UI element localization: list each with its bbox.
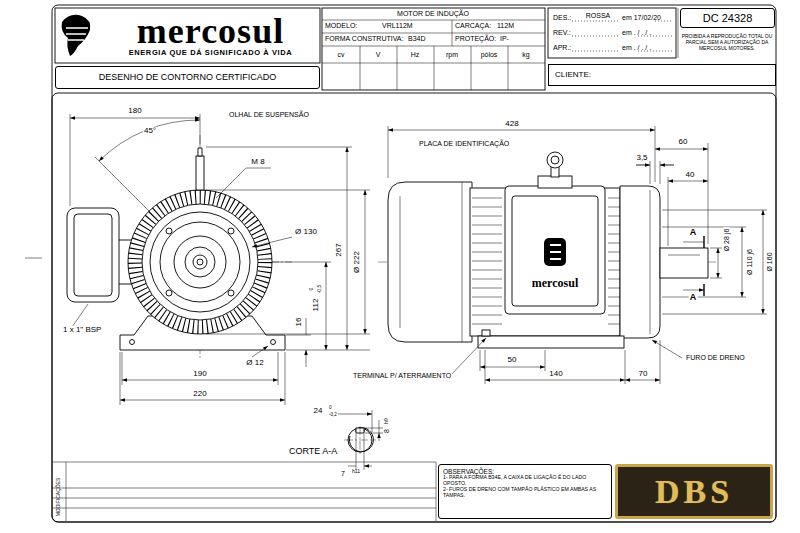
dimension-label: 112M — [497, 22, 514, 29]
brand-name: mercosul — [137, 13, 284, 49]
dimension-label: Ø 110 j6 — [746, 248, 753, 276]
dimension-label: OLHAL DE SUSPENSÃO — [228, 111, 310, 118]
dimension-label: 45° — [143, 127, 157, 135]
dimension-label: Ø 160 — [766, 251, 773, 272]
dimension-label: 428 — [504, 120, 519, 128]
dimension-label: 60 — [678, 138, 689, 146]
dimension-label: 1 x 1" BSP — [62, 326, 102, 334]
dealer-logo-text: DBS — [655, 472, 733, 511]
dimension-label: ROSSA — [586, 12, 611, 19]
dimension-label: 3,5 — [635, 154, 648, 162]
dimension-label: rpm — [446, 51, 458, 58]
dimension-label: -0,5 — [317, 284, 322, 295]
drawing-title: DESENHO DE CONTORNO CERTIFICADO — [99, 72, 277, 82]
dimension-label: PLACA DE IDENTIFICAÇÃO — [418, 140, 510, 147]
dimension-label: Ø 12 — [245, 359, 264, 367]
dimension-label: 190 — [192, 370, 207, 378]
drawing-number: DC 24328 — [703, 12, 753, 25]
dimension-label: FORMA CONSTRUTIVA: — [325, 35, 403, 42]
dimension-label: PROTEÇÃO: — [455, 35, 496, 42]
dimension-label: 0 — [328, 406, 333, 411]
dimension-label: MODIFICAÇÕES — [56, 478, 61, 517]
dimension-label: CARCAÇA: — [455, 22, 491, 29]
dimension-label: h11 — [351, 469, 361, 474]
dimension-label: 50 — [507, 356, 518, 364]
dimension-label: VRL112M — [382, 22, 413, 29]
dimension-label: 40 — [685, 171, 696, 179]
dimension-label: cv — [338, 51, 345, 58]
dimension-label: 180 — [127, 107, 142, 115]
title-box: DESENHO DE CONTORNO CERTIFICADO — [55, 66, 320, 89]
dimension-label: TERMINAL P/ ATERRAMENTO — [352, 372, 452, 379]
dimension-label: Hz — [411, 51, 420, 58]
dimension-label: A — [689, 228, 698, 237]
logo-box: mercosulENERGIA QUE DÁ SIGNIFICADO À VID… — [55, 8, 320, 63]
dimension-label: em . / . / . — [622, 29, 651, 36]
brand-slogan: ENERGIA QUE DÁ SIGNIFICADO À VIDA — [129, 49, 293, 58]
dimension-label: Ø 28 j6 — [723, 228, 730, 253]
dimension-label: 220 — [192, 390, 207, 398]
notes-box: OBSERVAÇÕES:1- PARA A FORMA B34E, A CAIX… — [438, 464, 612, 519]
dimension-label: kg — [522, 51, 529, 58]
dimension-label: MODELO: — [325, 22, 357, 29]
dimension-label: pólos — [481, 51, 498, 58]
dealer-logo: DBS — [615, 464, 773, 519]
dimension-label: mercosul — [532, 277, 578, 290]
dimension-label: 112 — [312, 298, 320, 313]
dimension-label: 70 — [638, 370, 649, 378]
dimension-label: MOTOR DE INDUÇÃO — [397, 10, 469, 17]
dimension-label: Ø 130 — [294, 228, 318, 236]
drawing-number-box: DC 24328 — [680, 8, 775, 28]
dimension-label: DES.: — [553, 14, 571, 21]
dimension-label: 16 — [295, 317, 303, 328]
dimension-label: 0 — [309, 287, 314, 292]
dimension-label: em . / . / . — [622, 44, 651, 51]
dimension-label: CORTE A-A — [288, 447, 338, 456]
dimension-label: A — [689, 293, 698, 302]
dimension-label: 8 — [383, 428, 390, 434]
dimension-label: -0,2 — [328, 413, 338, 418]
dimension-label: PROIBIDA A REPRODUÇÃO TOTAL OU PARCIAL S… — [681, 33, 773, 51]
dimension-label: 267 — [335, 242, 343, 257]
dimension-label: B34D — [408, 35, 426, 42]
dimension-label: IP- — [500, 35, 509, 42]
dimension-label: em 17/02/20 — [622, 14, 661, 21]
dimension-label: FURO DE DRENO — [685, 354, 746, 361]
dimension-label: REV.: — [553, 29, 571, 36]
dimension-label: 24 — [313, 407, 324, 415]
dimension-label: M 8 — [250, 158, 265, 166]
dimension-label: APR.: — [553, 44, 571, 51]
notes-heading: OBSERVAÇÕES: — [443, 468, 494, 475]
dimension-label: h9 — [384, 417, 389, 425]
dimension-label: 140 — [548, 370, 563, 378]
client-field: CLIENTE: — [555, 70, 591, 79]
dimension-label: Ø 222 — [353, 250, 361, 274]
note-text: 2- FUROS DE DRENO COM TAMPÃO PLÁSTICO EM… — [443, 487, 607, 499]
client-box: CLIENTE: — [548, 64, 776, 86]
dimension-label: V — [376, 51, 381, 58]
dimension-label: 7 — [340, 470, 346, 477]
note-text: 1- PARA A FORMA B34E, A CAIXA DE LIGAÇÃO… — [443, 475, 607, 487]
